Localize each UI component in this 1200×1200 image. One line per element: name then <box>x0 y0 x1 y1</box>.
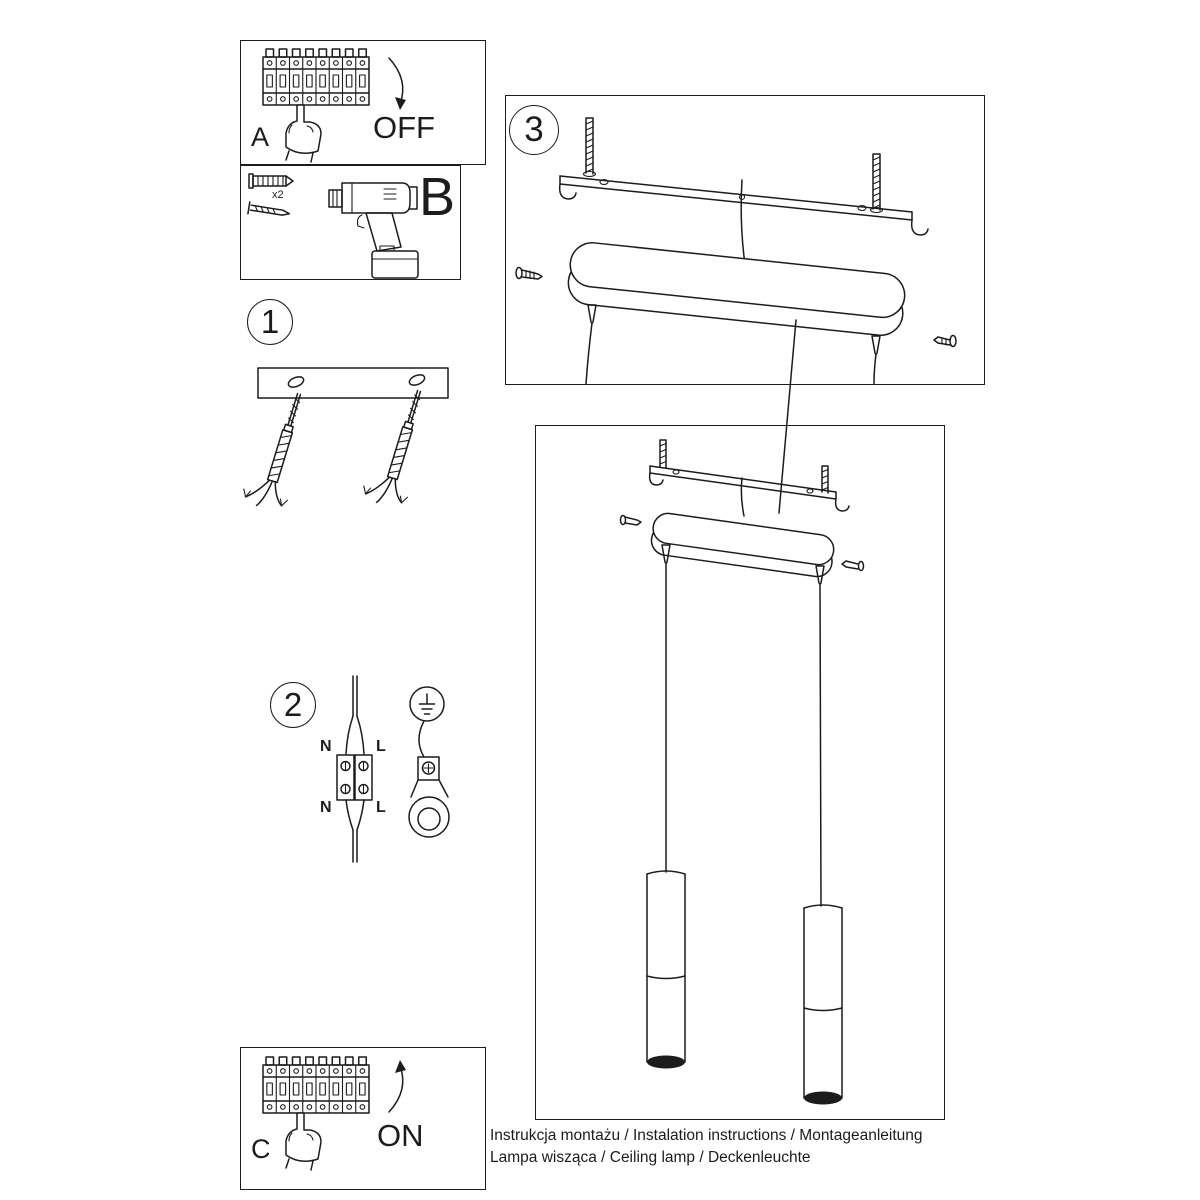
wire-line-top-label: L <box>376 738 386 755</box>
terminal-block <box>336 754 373 801</box>
footer-product-line: Lampa wisząca / Ceiling lamp / Deckenleu… <box>490 1149 811 1166</box>
step-c-label: C <box>251 1134 271 1164</box>
step-3-box <box>505 95 985 385</box>
step-1-badge: 1 <box>247 299 293 345</box>
step-b-box <box>240 165 461 280</box>
step-3-badge: 3 <box>509 105 559 155</box>
power-on-label: ON <box>377 1118 424 1153</box>
footer-instructions-line: Instrukcja montażu / Instalation instruc… <box>490 1127 923 1144</box>
step-a-label: A <box>251 122 270 152</box>
anchor-quantity-label: x2 <box>272 189 284 201</box>
wiring-diagram <box>336 675 373 863</box>
power-off-label: OFF <box>373 110 435 145</box>
step-c-box <box>240 1047 486 1190</box>
mounting-plate-drawing <box>257 367 449 399</box>
assembled-lamp-box <box>535 425 945 1120</box>
wire-line-bottom-label: L <box>376 799 386 816</box>
step-2-number: 2 <box>283 686 303 723</box>
ground-symbol-icon <box>409 686 445 722</box>
step-1-number: 1 <box>260 303 280 340</box>
ground-clamp-drawing <box>408 720 450 838</box>
step-b-label: B <box>419 167 456 227</box>
step-2-badge: 2 <box>270 682 316 728</box>
step-a-box <box>240 40 486 165</box>
wire-neutral-top-label: N <box>320 738 332 755</box>
step-3-number: 3 <box>524 110 544 149</box>
anchor-right-icon <box>359 382 439 512</box>
wire-neutral-bottom-label: N <box>320 799 332 816</box>
anchor-left-icon <box>239 385 319 515</box>
